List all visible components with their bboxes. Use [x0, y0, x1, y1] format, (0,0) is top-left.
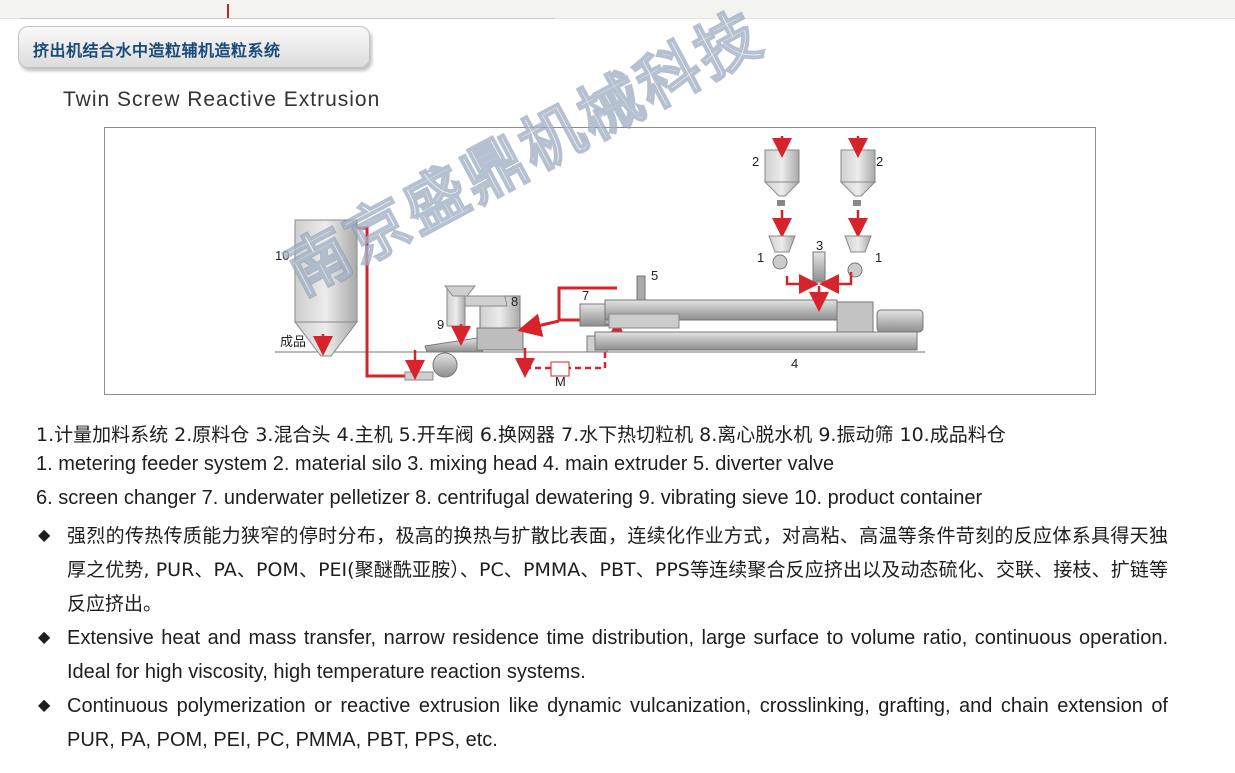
top-bar-marker	[227, 4, 229, 18]
diamond-bullet-icon: ◆	[38, 697, 51, 714]
label-2b: 2	[876, 154, 883, 169]
bullet-chinese: ◆ 强烈的传热传质能力狭窄的停时分布，极高的换热与扩散比表面，连续化作业方式，对…	[38, 519, 1168, 621]
top-bar-rule	[20, 18, 555, 19]
diverter-valve-5	[636, 275, 646, 301]
metering-feeder-1-right	[844, 235, 872, 278]
blower	[432, 352, 458, 378]
legend-english-line2: 6. screen changer 7. underwater pelletiz…	[36, 487, 983, 509]
section-title: 挤出机结合水中造粒辅机造粒系统	[33, 41, 281, 60]
main-extruder-4	[594, 299, 924, 351]
water-return-pipe	[557, 286, 617, 322]
label-3: 3	[816, 238, 823, 253]
label-5: 5	[651, 268, 658, 283]
label-10: 10	[275, 248, 289, 263]
material-silo-2-left	[763, 149, 801, 206]
metering-feeder-1-left	[768, 235, 796, 270]
legend-chinese: 1.计量加料系统 2.原料仓 3.混合头 4.主机 5.开车阀 6.换网器 7.…	[36, 424, 1006, 446]
label-1a: 1	[757, 250, 764, 265]
label-product: 成品	[280, 335, 306, 350]
label-8: 8	[511, 294, 518, 309]
bullet-english-2: ◆ Continuous polymerization or reactive …	[38, 689, 1168, 757]
page-subtitle: Twin Screw Reactive Extrusion	[63, 88, 381, 111]
label-2a: 2	[752, 154, 759, 169]
bullet-english-1: ◆ Extensive heat and mass transfer, narr…	[38, 621, 1168, 689]
conveying-pipe	[357, 226, 401, 378]
process-diagram: 10 成品 9 8 M	[104, 127, 1096, 395]
legend-english-line1: 1. metering feeder system 2. material si…	[36, 453, 835, 475]
diamond-bullet-icon: ◆	[38, 629, 51, 646]
process-diagram-svg: 10 成品 9 8 M	[275, 136, 925, 389]
bullet-text: Continuous polymerization or reactive ex…	[67, 695, 1168, 751]
bullet-text: 强烈的传热传质能力狭窄的停时分布，极高的换热与扩散比表面，连续化作业方式，对高粘…	[67, 525, 1168, 615]
top-bar	[0, 0, 1235, 19]
label-1b: 1	[875, 250, 882, 265]
label-4: 4	[791, 356, 798, 371]
diamond-bullet-icon: ◆	[38, 527, 51, 544]
label-9: 9	[437, 317, 444, 332]
material-silo-2-right	[839, 149, 877, 206]
bullet-text: Extensive heat and mass transfer, narrow…	[67, 627, 1168, 683]
label-7: 7	[582, 288, 589, 303]
label-pump: M	[555, 374, 566, 389]
section-tab[interactable]: 挤出机结合水中造粒辅机造粒系统	[18, 26, 370, 68]
mixing-head-3	[812, 251, 826, 283]
